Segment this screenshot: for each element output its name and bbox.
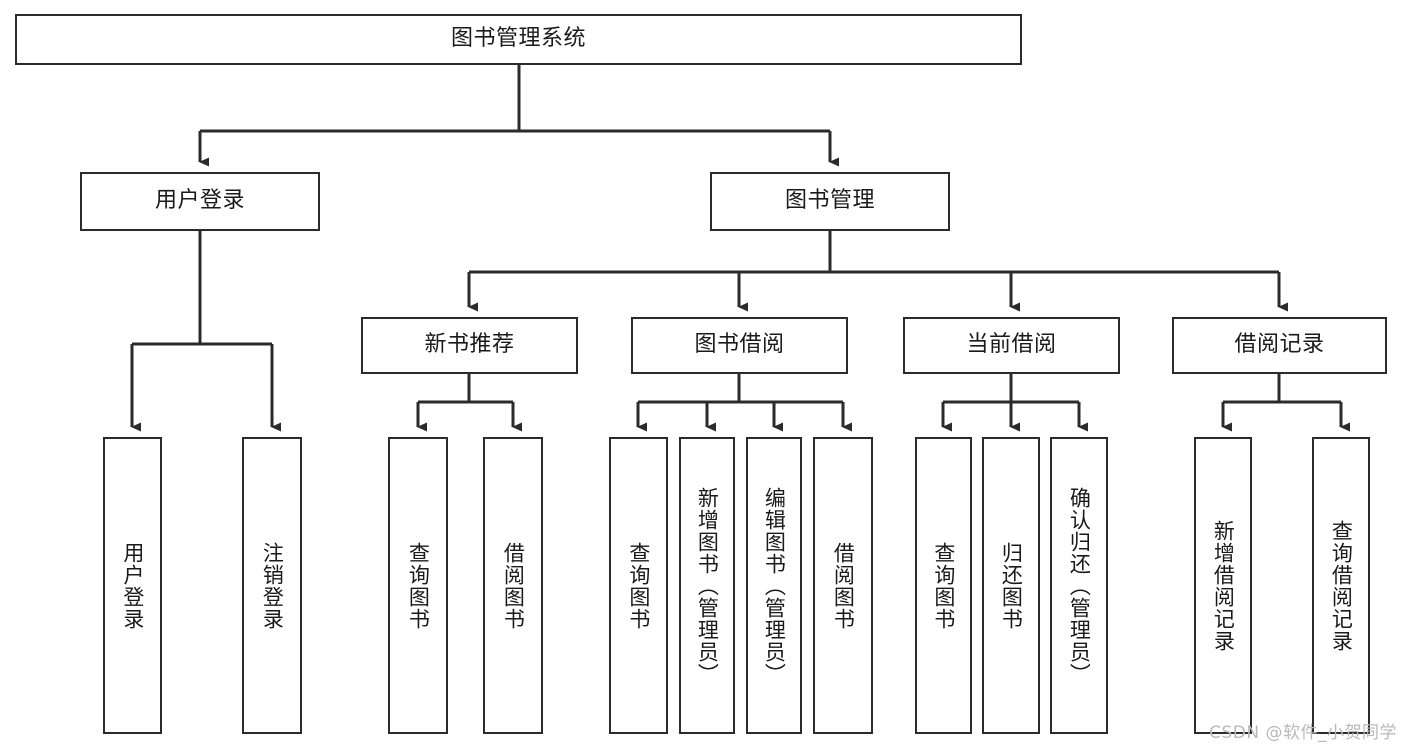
node-user-login[interactable]: 用户登录 — [80, 172, 320, 231]
node-book-borrow[interactable]: 图书借阅 — [631, 317, 848, 374]
leaf-user-login-signout[interactable]: 注销登录 — [242, 437, 302, 734]
leaf-book-borrow-add-admin[interactable]: 新增图书（管理员） — [679, 437, 735, 734]
leaf-book-borrow-borrow[interactable]: 借阅图书 — [813, 437, 873, 734]
leaf-user-login-signin[interactable]: 用户登录 — [103, 437, 162, 734]
leaf-borrow-record-add[interactable]: 新增借阅记录 — [1194, 437, 1252, 734]
node-root-system[interactable]: 图书管理系统 — [15, 14, 1022, 65]
node-new-book-recommend[interactable]: 新书推荐 — [361, 317, 578, 374]
leaf-book-borrow-query[interactable]: 查询图书 — [609, 437, 668, 734]
leaf-current-borrow-confirm-admin[interactable]: 确认归还（管理员） — [1050, 437, 1108, 734]
node-current-borrow[interactable]: 当前借阅 — [903, 317, 1120, 374]
node-book-management[interactable]: 图书管理 — [710, 172, 950, 231]
leaf-new-book-borrow[interactable]: 借阅图书 — [483, 437, 543, 734]
node-borrow-record[interactable]: 借阅记录 — [1172, 317, 1387, 374]
leaf-current-borrow-query[interactable]: 查询图书 — [915, 437, 972, 734]
leaf-book-borrow-edit-admin[interactable]: 编辑图书（管理员） — [746, 437, 802, 734]
leaf-borrow-record-query[interactable]: 查询借阅记录 — [1312, 437, 1370, 734]
leaf-current-borrow-return[interactable]: 归还图书 — [982, 437, 1040, 734]
leaf-new-book-query[interactable]: 查询图书 — [388, 437, 448, 734]
